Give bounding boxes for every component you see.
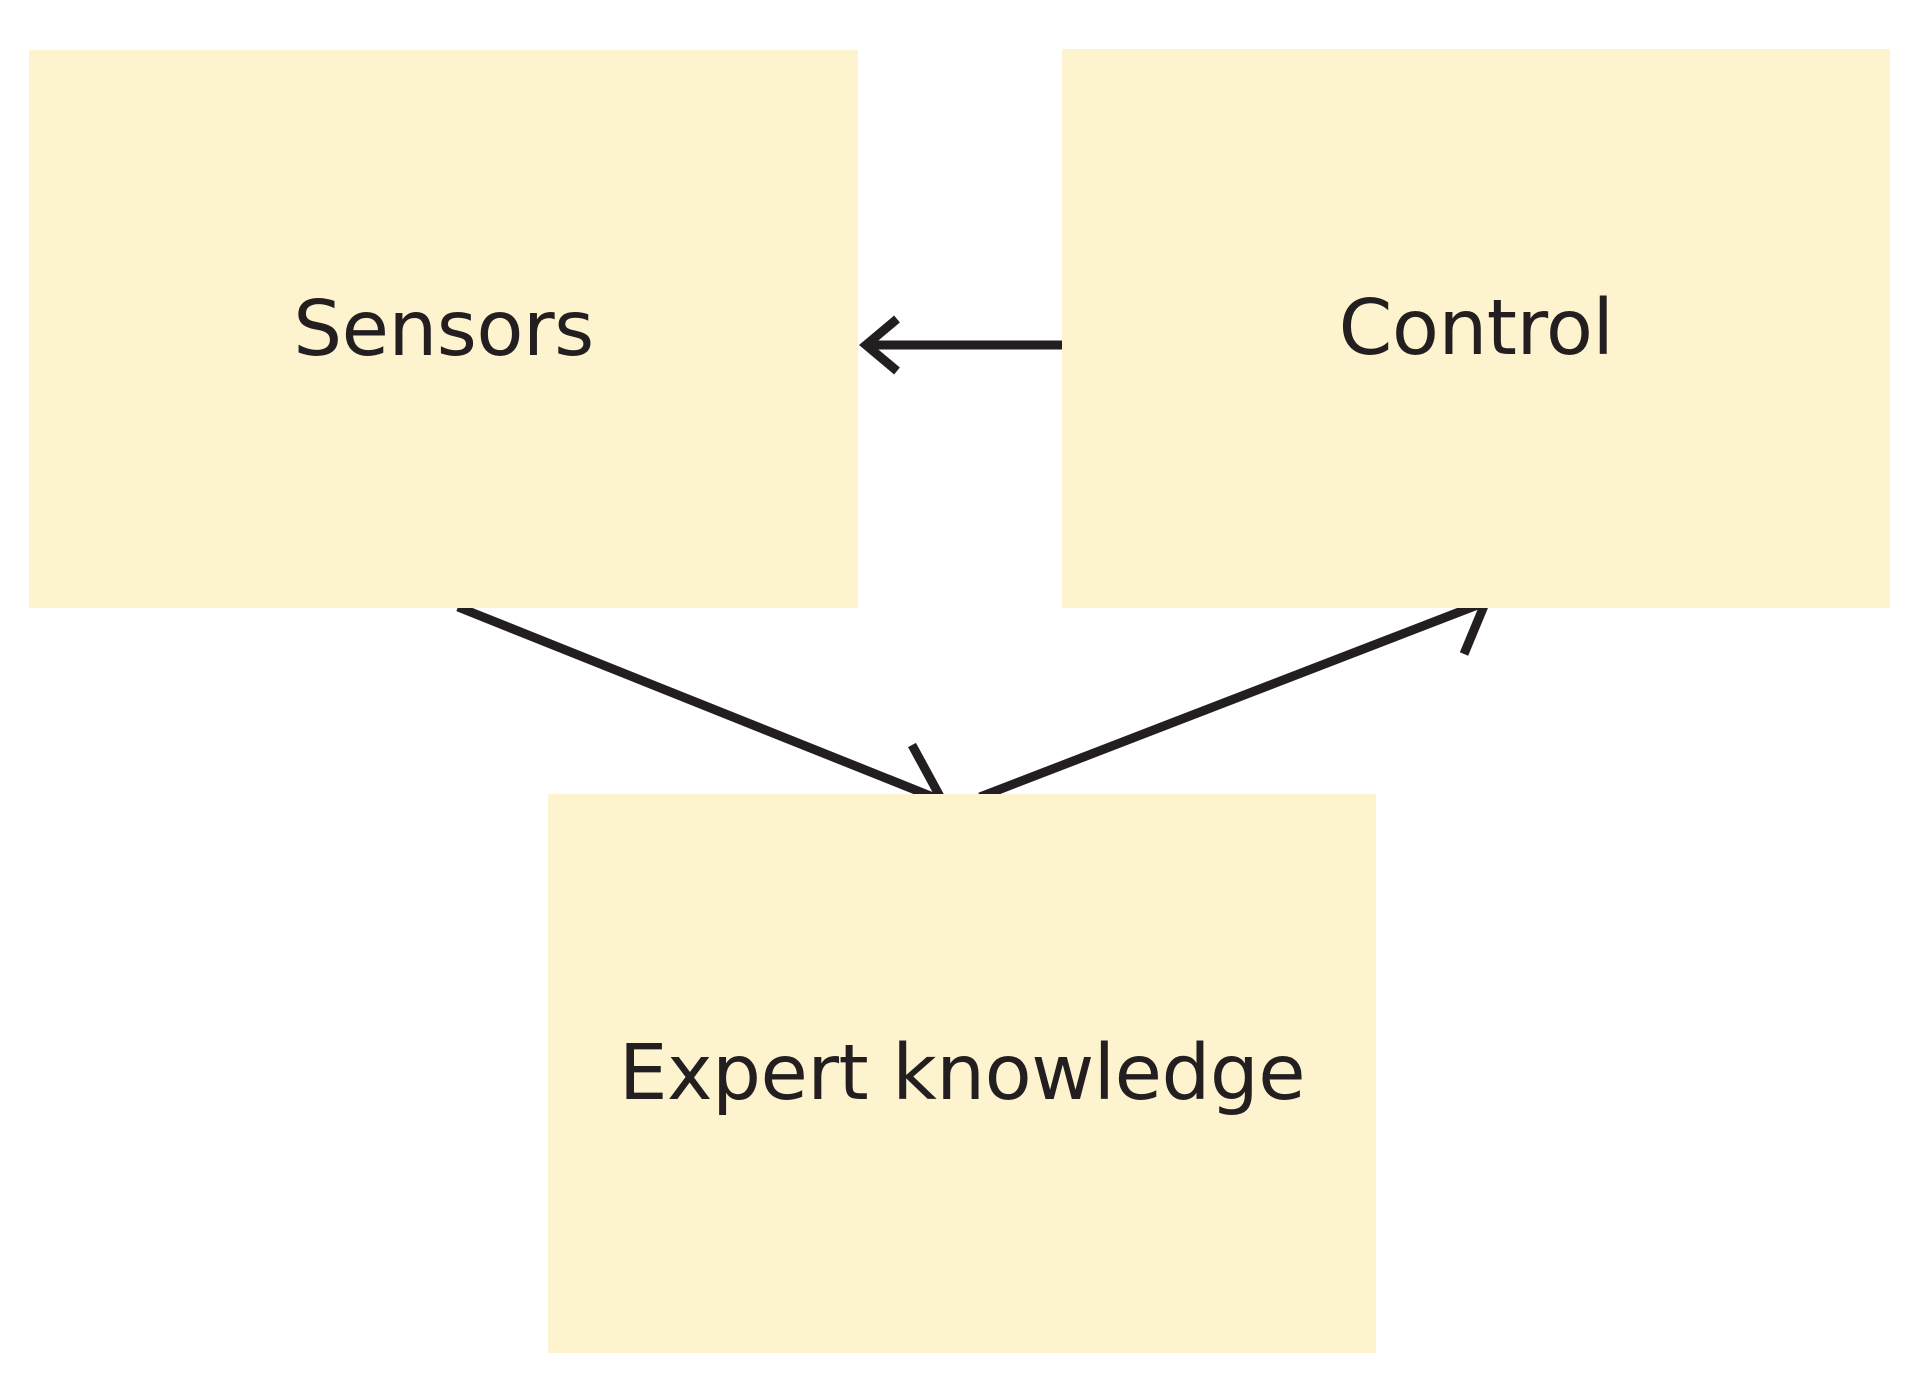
node-control-label: Control bbox=[1338, 284, 1614, 373]
node-expert-knowledge-label: Expert knowledge bbox=[618, 1029, 1306, 1118]
node-control[interactable]: Control bbox=[1062, 49, 1890, 608]
node-expert-knowledge[interactable]: Expert knowledge bbox=[548, 794, 1376, 1353]
edge-control-to-sensors bbox=[858, 315, 1064, 375]
edge-sensors-to-expert-knowledge-line bbox=[456, 602, 940, 804]
node-sensors[interactable]: Sensors bbox=[29, 50, 858, 608]
edge-control-to-sensors-arrowhead bbox=[858, 315, 900, 375]
node-sensors-label: Sensors bbox=[293, 284, 594, 374]
edge-expert-knowledge-to-control bbox=[978, 589, 1493, 802]
edge-sensors-to-expert-knowledge bbox=[456, 602, 950, 821]
edge-expert-knowledge-to-control-line bbox=[978, 599, 1482, 802]
